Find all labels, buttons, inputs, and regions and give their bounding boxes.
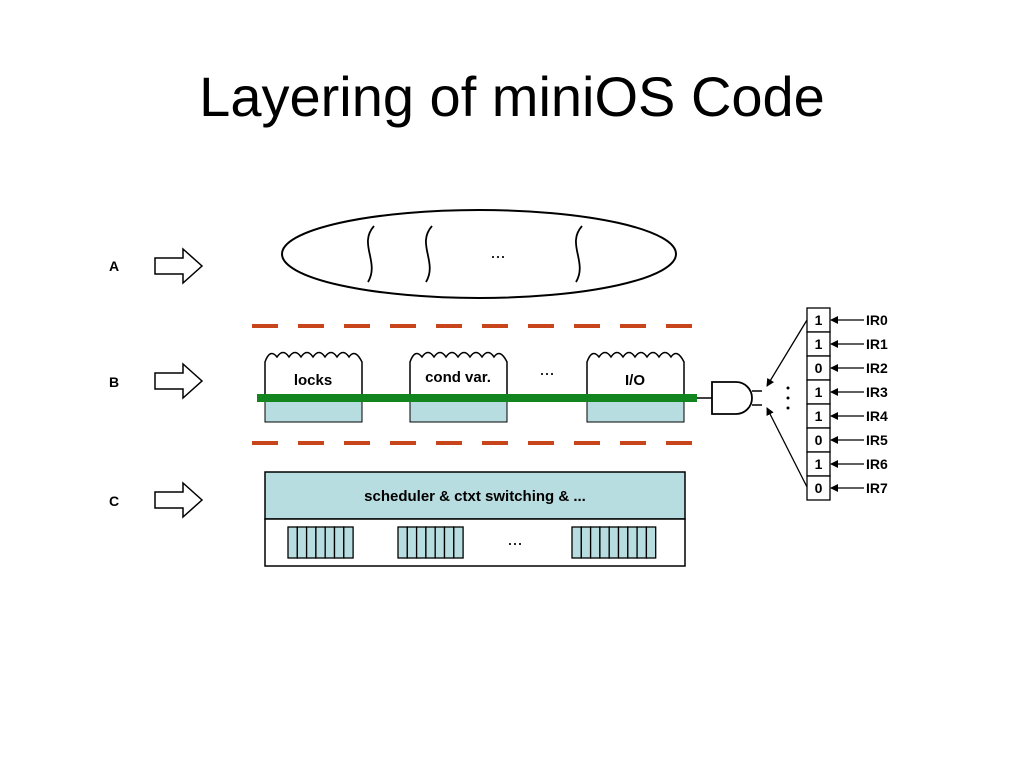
module-cond-var: cond var. bbox=[409, 351, 508, 423]
layer-a-arrow-icon bbox=[154, 247, 204, 285]
ir-bit-value: 1 bbox=[815, 456, 823, 472]
thread-pool-ellipse bbox=[281, 209, 677, 299]
thread-icon bbox=[425, 225, 433, 283]
ir-bit-value: 1 bbox=[815, 336, 823, 352]
ir-bit-value: 1 bbox=[815, 408, 823, 424]
scheduler-label: scheduler & ctxt switching & ... bbox=[364, 488, 586, 505]
and-gate-icon bbox=[697, 381, 762, 415]
gate-input-vertical-ellipsis bbox=[786, 386, 790, 410]
layer-label-a: A bbox=[109, 258, 119, 274]
slide-title: Layering of miniOS Code bbox=[199, 65, 825, 128]
module-label-cond-var: cond var. bbox=[425, 369, 491, 386]
ir-line-label: IR1 bbox=[866, 336, 888, 352]
ready-queue-icon bbox=[397, 526, 464, 559]
ir-line-label: IR5 bbox=[866, 432, 888, 448]
gate-input-arrow-bottom bbox=[766, 407, 808, 488]
module-label-io: I/O bbox=[625, 372, 645, 389]
thread-icon bbox=[575, 225, 583, 283]
ir-line-label: IR7 bbox=[866, 480, 888, 496]
thread-ellipsis: ... bbox=[490, 242, 505, 262]
ready-queue-icon bbox=[287, 526, 354, 559]
ready-queue-icon bbox=[571, 526, 657, 559]
ir-line-label: IR6 bbox=[866, 456, 888, 472]
layer-label-c: C bbox=[109, 493, 119, 509]
layer-label-b: B bbox=[109, 374, 119, 390]
interrupt-bus bbox=[257, 394, 697, 402]
ir-bit-value: 0 bbox=[815, 480, 823, 496]
gate-input-arrow-top bbox=[766, 319, 808, 387]
ir-line-label: IR3 bbox=[866, 384, 888, 400]
thread-pool: ... bbox=[281, 209, 677, 299]
ir-line-label: IR0 bbox=[866, 312, 888, 328]
ir-bit-value: 1 bbox=[815, 312, 823, 328]
module-io: I/O bbox=[586, 351, 685, 423]
scheduler-header bbox=[264, 471, 686, 520]
ir-bit-value: 0 bbox=[815, 360, 823, 376]
ir-line-label: IR4 bbox=[866, 408, 888, 424]
ir-bit-value: 0 bbox=[815, 432, 823, 448]
module-label-locks: locks bbox=[294, 372, 332, 389]
ir-bit-value: 1 bbox=[815, 384, 823, 400]
queue-ellipsis: ... bbox=[507, 529, 522, 549]
scheduler-block: scheduler & ctxt switching & ... ... bbox=[264, 471, 686, 567]
layer-c-arrow-icon bbox=[154, 481, 204, 519]
module-locks: locks bbox=[264, 351, 363, 423]
layer-b-arrow-icon bbox=[154, 362, 204, 400]
ir-line-label: IR2 bbox=[866, 360, 888, 376]
module-ellipsis: ... bbox=[539, 359, 554, 379]
thread-icon bbox=[367, 225, 375, 283]
